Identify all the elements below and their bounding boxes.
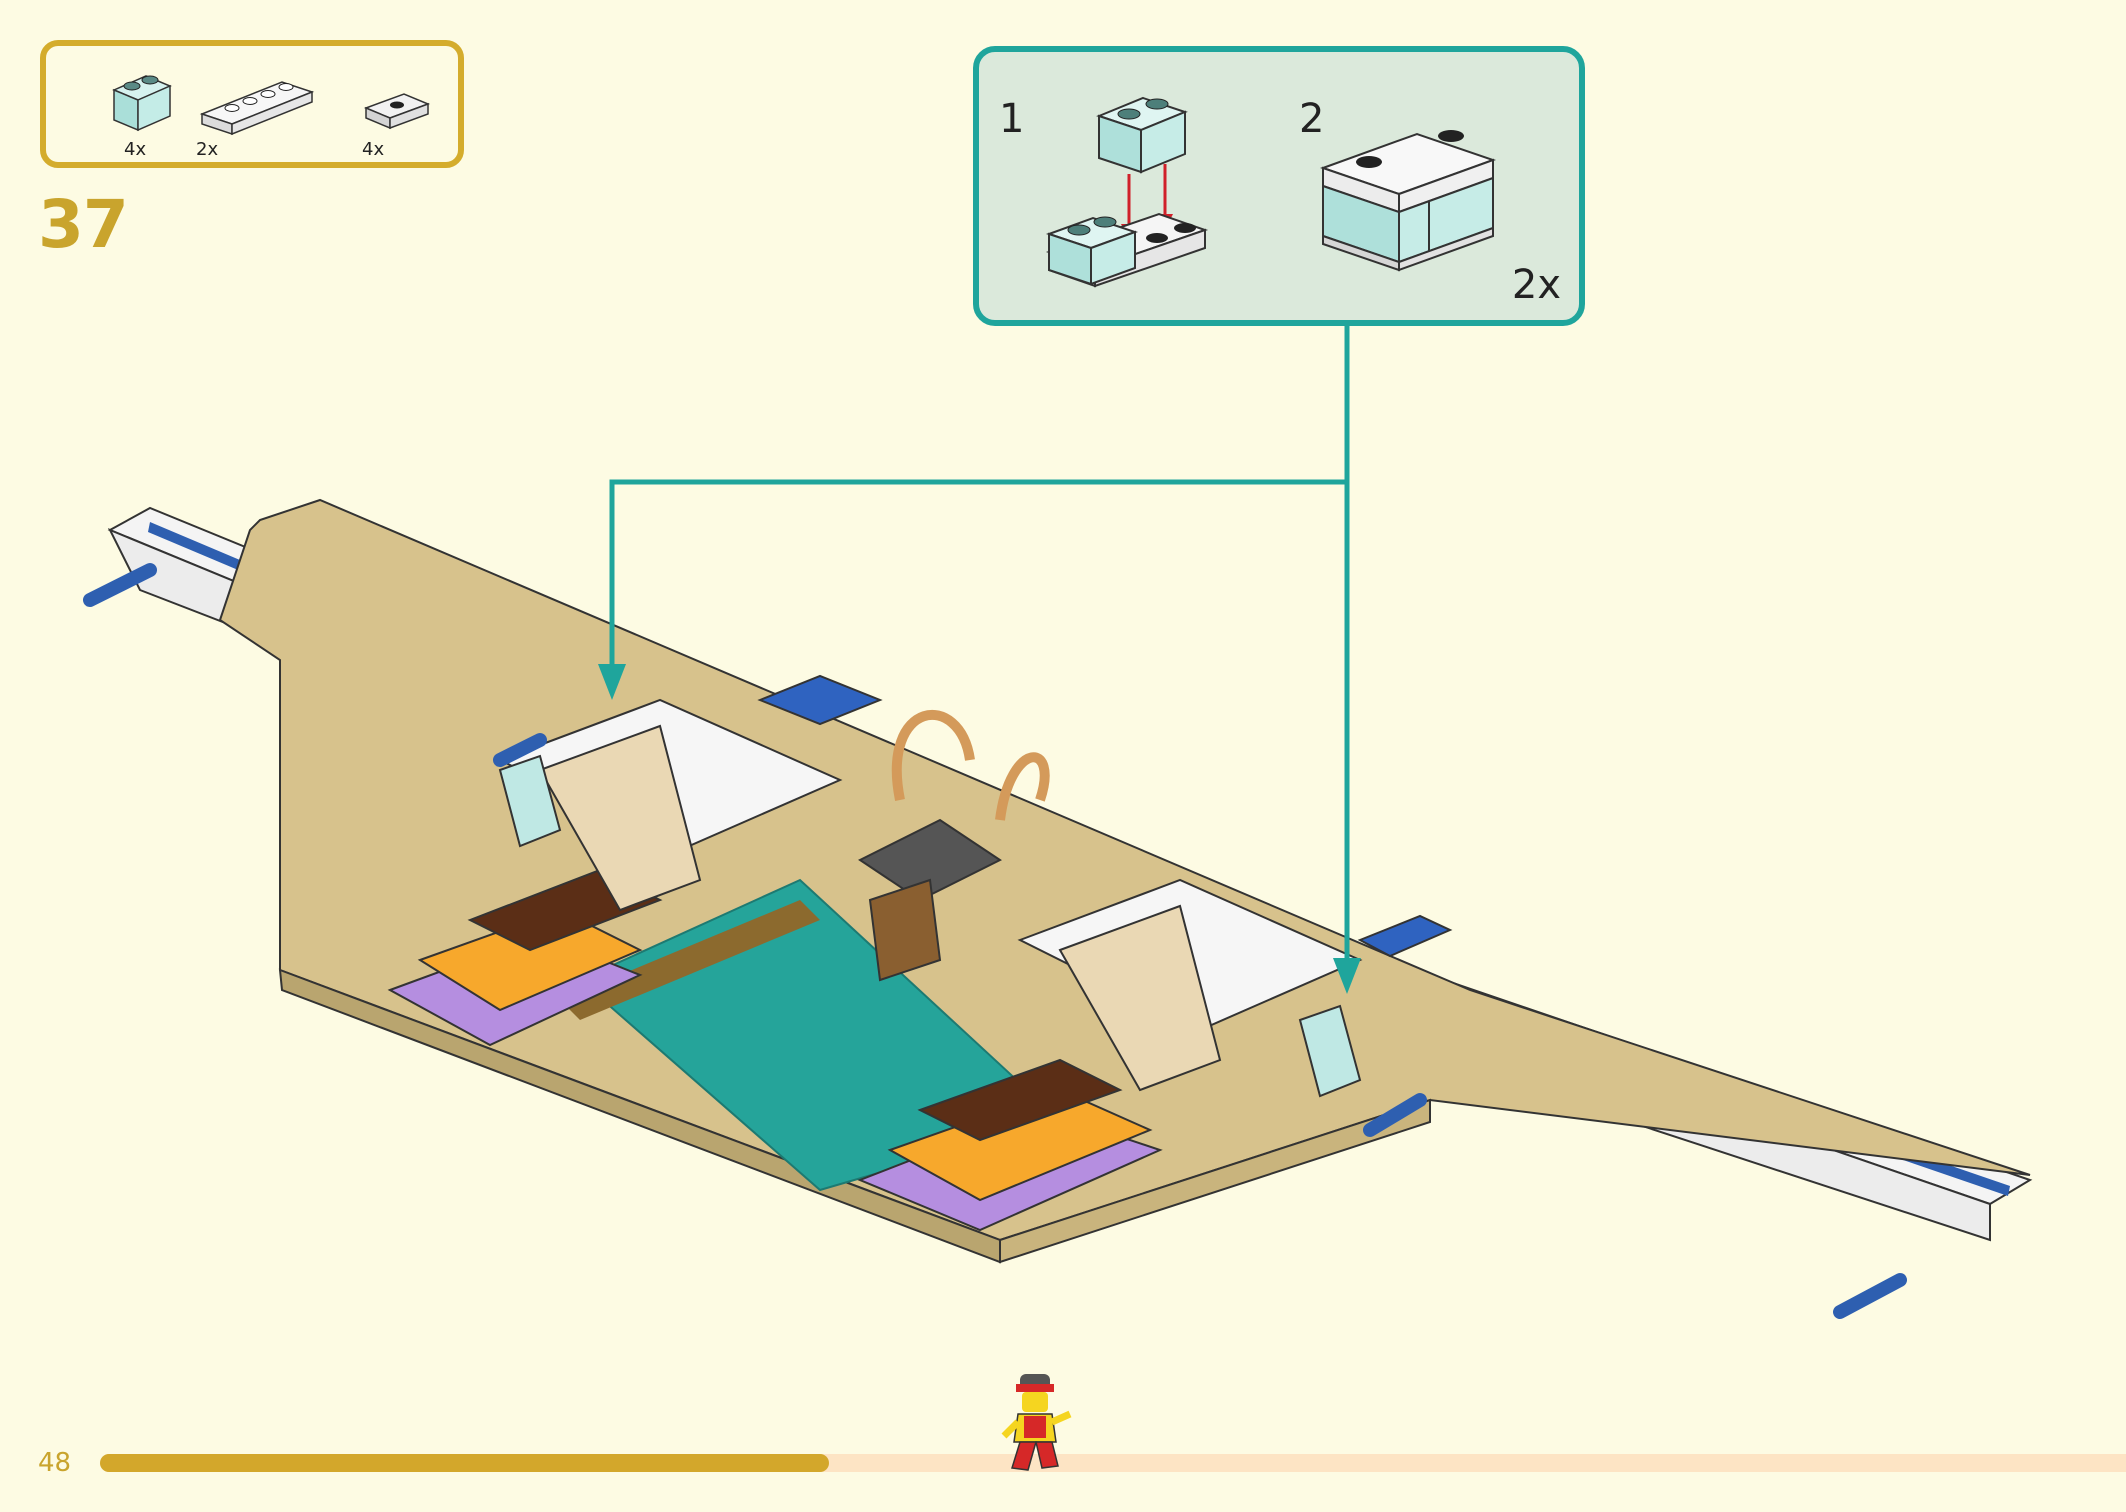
- progress-bar: [100, 1454, 2126, 1472]
- jumper-plate-icon: [363, 93, 431, 130]
- part-jumper-plate: 4x: [352, 50, 462, 162]
- progress-bar-fill: [100, 1454, 830, 1472]
- part-qty: 2x: [196, 139, 219, 160]
- part-qty: 4x: [362, 139, 385, 160]
- sub-assembly-multiplier: 2x: [1511, 262, 1561, 308]
- white-plate-icon: [199, 81, 315, 136]
- sub-step-1-label: 1: [999, 96, 1025, 142]
- part-qty: 4x: [124, 139, 147, 160]
- sub-step-1-illustration: [1045, 96, 1209, 288]
- trans-brick-icon: [112, 75, 172, 132]
- step-number: 37: [38, 186, 129, 263]
- part-white-plate: 2x: [194, 50, 324, 162]
- sub-step-2-illustration: [1319, 130, 1497, 272]
- parts-list-box: 4x 2x 4x: [40, 40, 464, 168]
- minifigure-runner-icon: [1001, 1374, 1072, 1471]
- sub-assembly-callout: 1 2 2x: [973, 46, 1585, 326]
- sub-step-2-label: 2: [1299, 96, 1325, 142]
- page-number: 48: [38, 1448, 72, 1478]
- part-trans-brick: 4x: [84, 50, 194, 162]
